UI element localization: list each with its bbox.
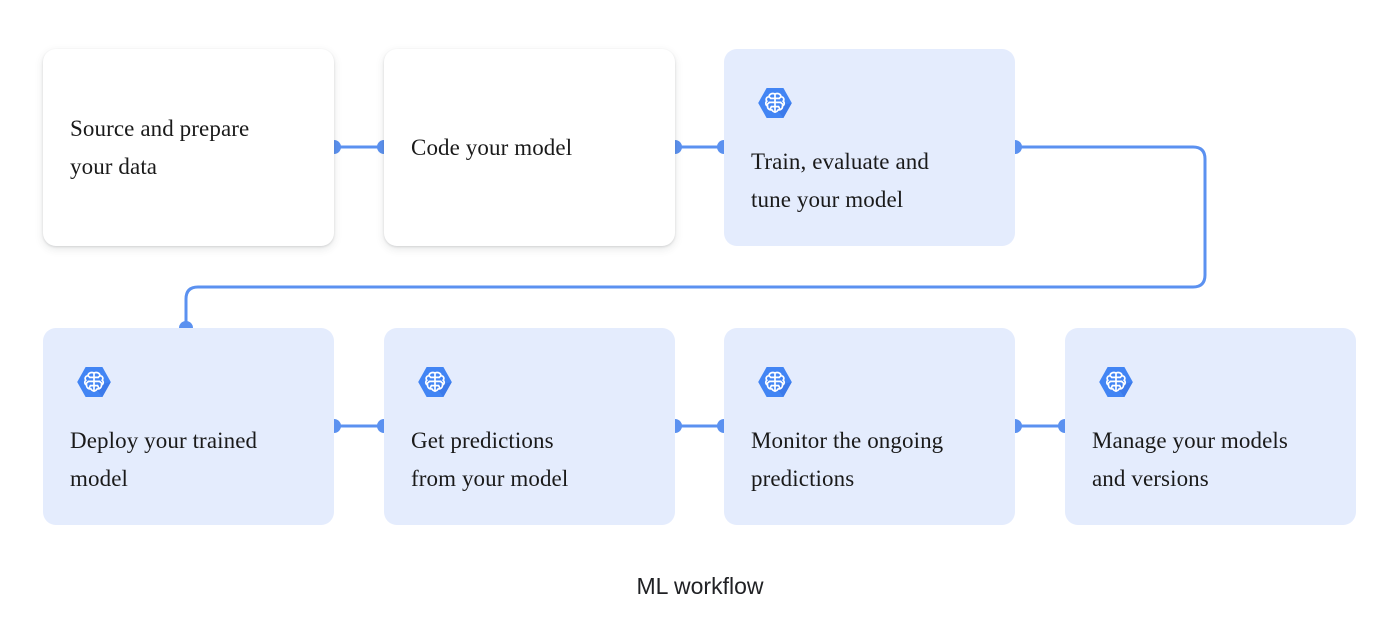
- node-label: Get predictions from your model: [411, 428, 569, 491]
- connector-deploy-to-get-predictions: [327, 419, 391, 433]
- node-label: Code your model: [411, 134, 573, 160]
- node-source-and-prepare-your-data[interactable]: Source and prepare your data: [43, 49, 334, 246]
- ai-platform-brain-hexagon-icon: [418, 367, 452, 397]
- connector-monitor-to-manage: [1008, 419, 1072, 433]
- ai-platform-brain-hexagon-icon: [758, 88, 792, 118]
- node-train-evaluate-and-tune-your-model[interactable]: Train, evaluate and tune your model: [724, 49, 1015, 246]
- node-label: Manage your models and versions: [1092, 428, 1288, 491]
- node-get-predictions-from-your-model[interactable]: Get predictions from your model: [384, 328, 675, 525]
- node-label: Deploy your trained model: [70, 428, 258, 491]
- node-deploy-your-trained-model[interactable]: Deploy your trained model: [43, 328, 334, 525]
- node-monitor-the-ongoing-predictions[interactable]: Monitor the ongoing predictions: [724, 328, 1015, 525]
- connector-line: [184, 145, 1207, 330]
- connector-code-to-train: [668, 140, 731, 154]
- diagram-caption: ML workflow: [636, 573, 764, 599]
- node-label: Monitor the ongoing predictions: [751, 428, 944, 491]
- connector-source-to-code: [327, 140, 391, 154]
- node-manage-your-models-and-versions[interactable]: Manage your models and versions: [1065, 328, 1356, 525]
- node-code-your-model[interactable]: Code your model: [384, 49, 675, 246]
- node-label: Source and prepare your data: [70, 115, 250, 179]
- ai-platform-brain-hexagon-icon: [77, 367, 111, 397]
- ai-platform-brain-hexagon-icon: [1099, 367, 1133, 397]
- node-label: Train, evaluate and tune your model: [751, 149, 929, 212]
- connector-get-predictions-to-monitor: [668, 419, 731, 433]
- ai-platform-brain-hexagon-icon: [758, 367, 792, 397]
